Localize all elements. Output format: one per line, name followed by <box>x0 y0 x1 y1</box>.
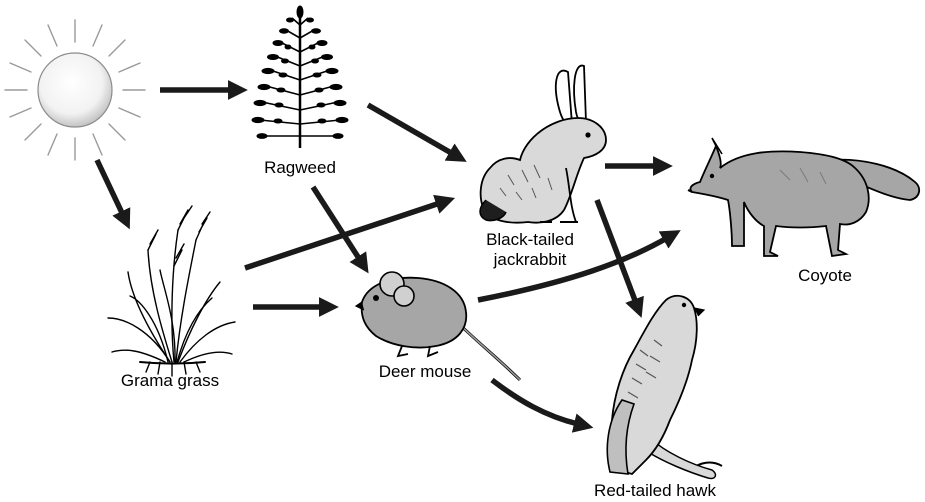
arrow-deer-mouse-to-hawk <box>492 380 578 424</box>
coyote-icon <box>688 138 919 256</box>
arrow-ragweed-to-jackrabbit <box>368 105 453 154</box>
hawk-label: Red-tailed hawk <box>565 481 745 501</box>
arrow-grama-grass-to-jackrabbit <box>245 203 440 268</box>
grama-grass-label: Grama grass <box>95 371 245 391</box>
sun-icon <box>5 20 145 160</box>
ragweed-label: Ragweed <box>250 158 350 178</box>
jackrabbit-label-line1: Black-tailed <box>455 230 605 250</box>
ragweed-icon <box>252 6 348 148</box>
jackrabbit-icon <box>480 66 606 223</box>
coyote-label: Coyote <box>770 266 880 286</box>
jackrabbit-label-line2: jackrabbit <box>455 250 605 270</box>
grama-grass-icon <box>108 206 235 376</box>
hawk-icon <box>607 296 722 479</box>
arrow-sun-to-grama-grass <box>97 160 123 215</box>
jackrabbit-label: Black-tailed jackrabbit <box>455 230 605 270</box>
deer-mouse-label: Deer mouse <box>360 362 490 382</box>
arrow-ragweed-to-deer-mouse <box>313 187 360 260</box>
